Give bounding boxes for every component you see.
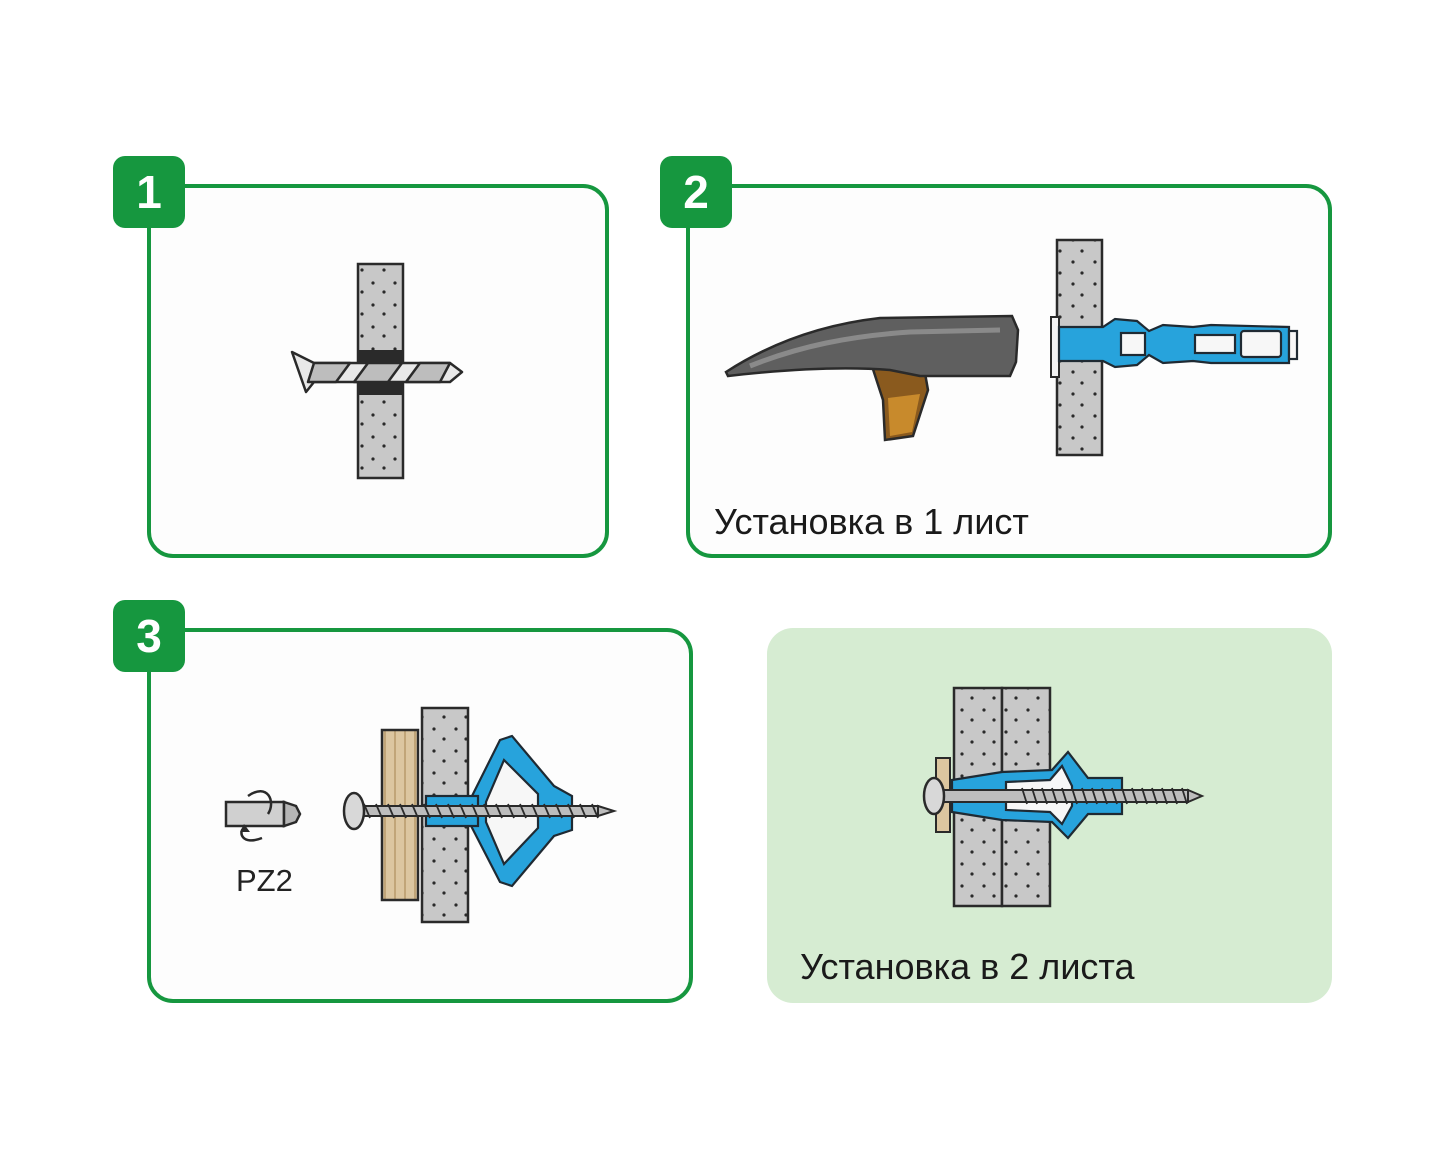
step-2-caption: Установка в 1 лист [714, 501, 1029, 542]
anchor-in-two-sheets-illustration [922, 686, 1205, 908]
anchor-in-one-sheet-illustration [1050, 238, 1299, 457]
hammer-icon [724, 314, 1020, 442]
step-1-badge: 1 [113, 156, 185, 228]
bit-label: PZ2 [236, 863, 293, 898]
drilling-illustration [290, 262, 464, 480]
hollow-wall-anchor-icon [1057, 317, 1299, 369]
step-2-badge: 2 [660, 156, 732, 228]
two-sheet-caption: Установка в 2 листа [800, 946, 1135, 987]
screw-icon [922, 776, 1205, 816]
screw-installation-illustration [342, 706, 618, 924]
screwdriver-bit-icon [224, 789, 302, 842]
screw-icon [342, 791, 618, 831]
step-3-badge: 3 [113, 600, 185, 672]
drill-bit-icon [290, 350, 464, 394]
